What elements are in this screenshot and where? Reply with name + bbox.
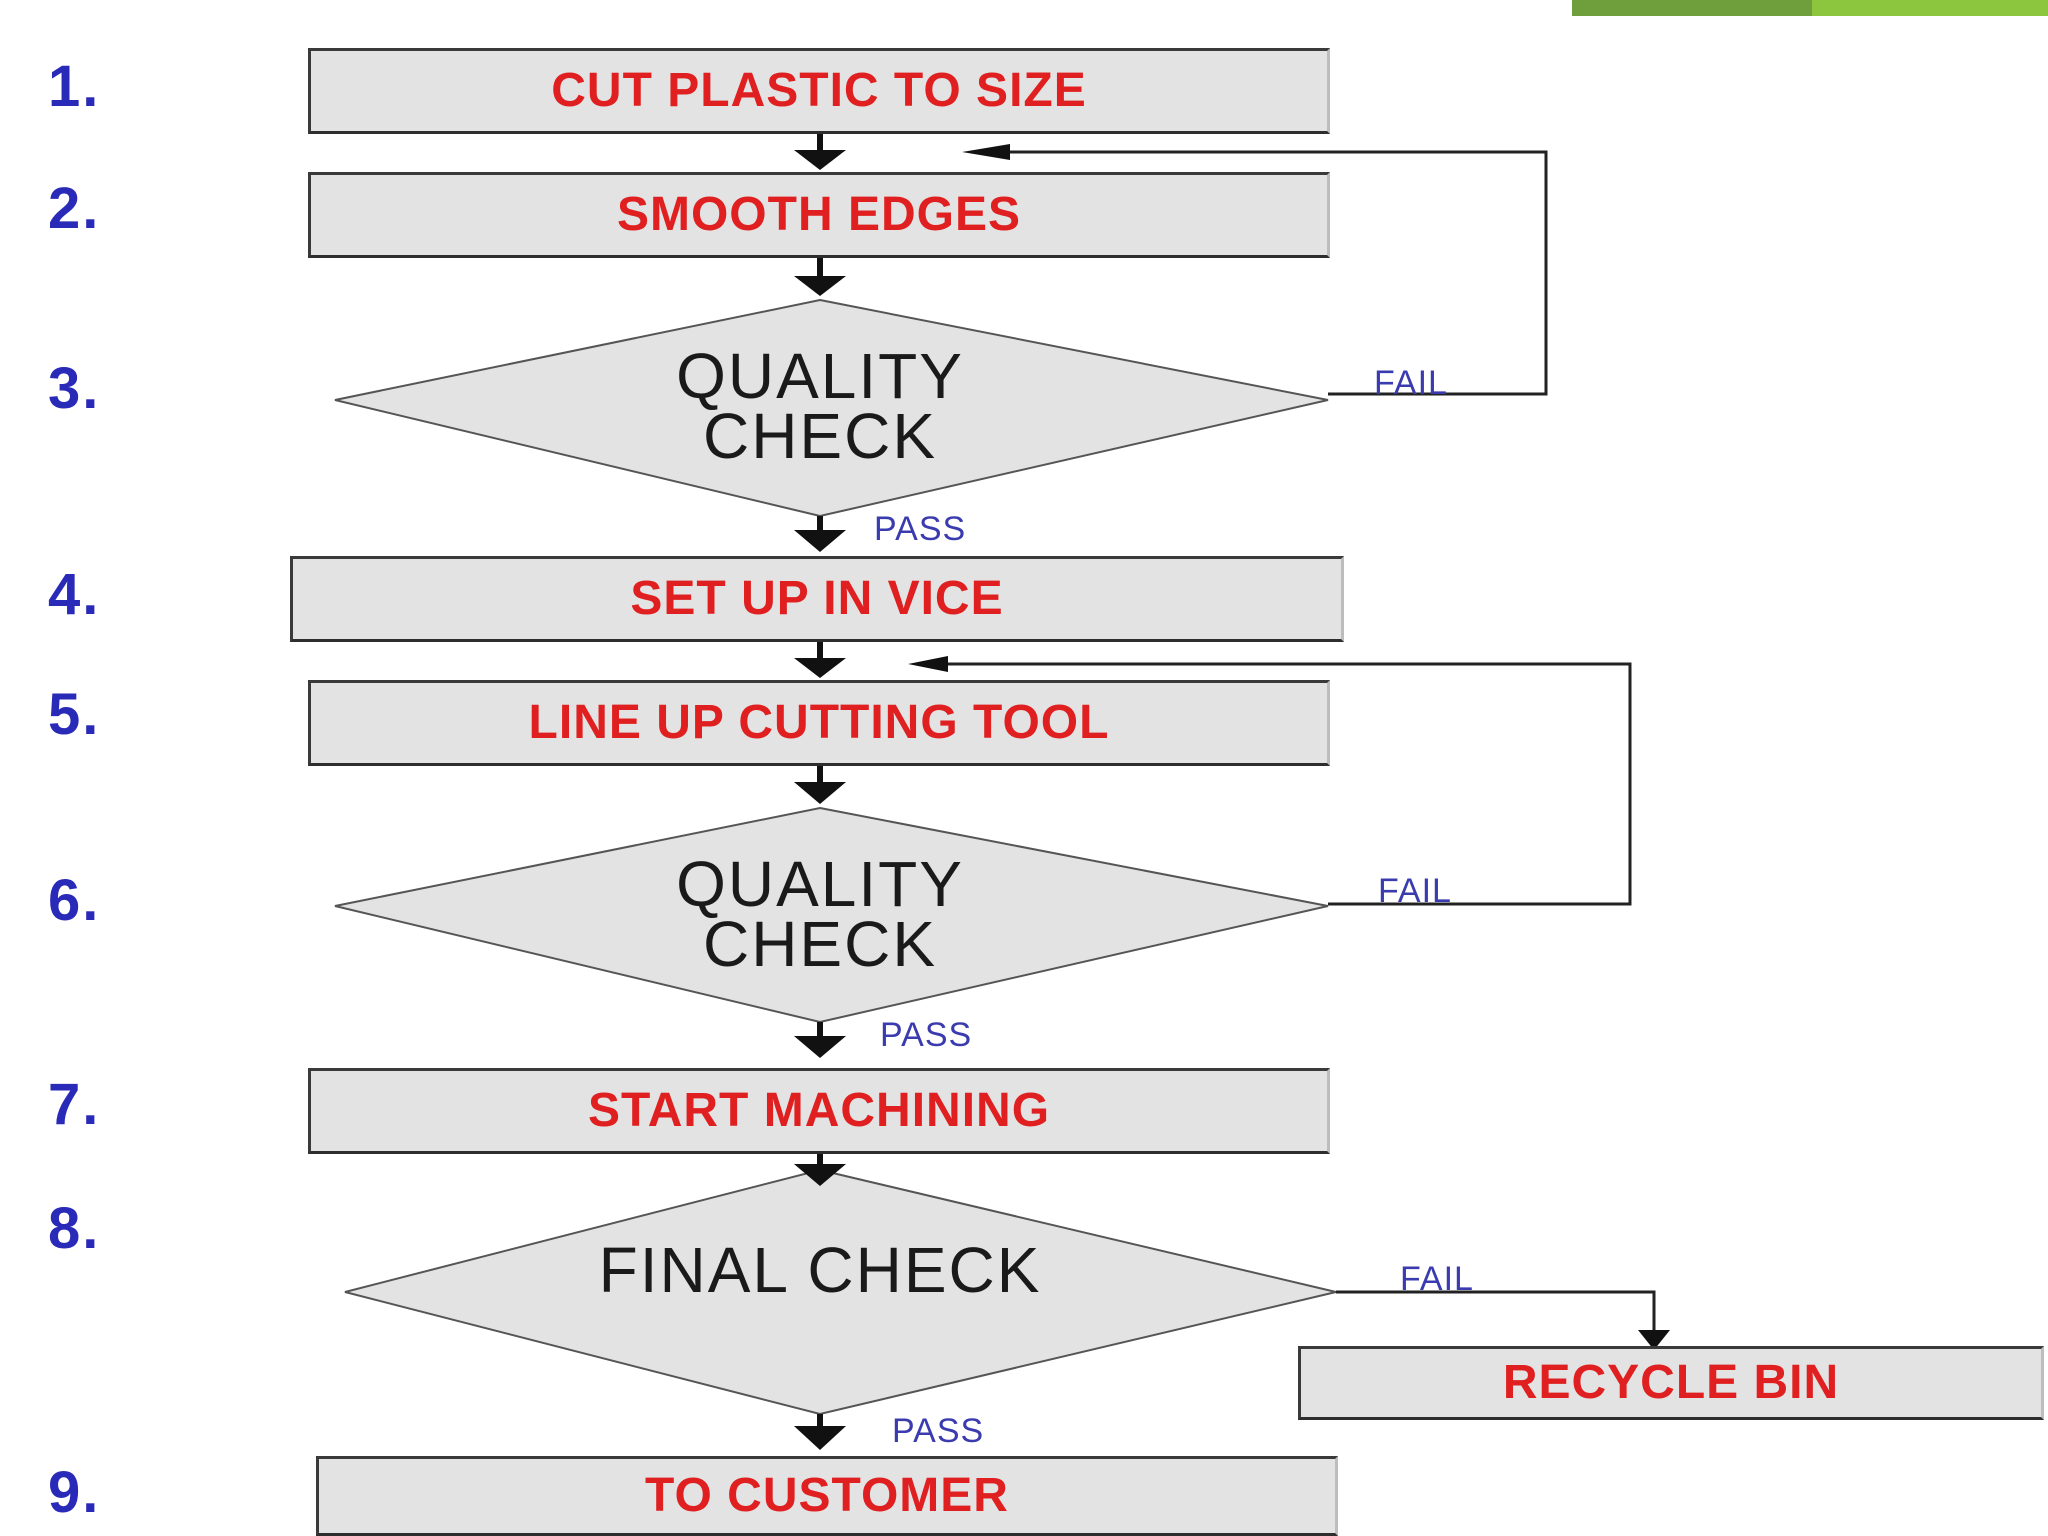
- step-number-3: 3.: [48, 356, 101, 421]
- down-arrow: [794, 642, 846, 678]
- branch-label-fail: FAIL: [1378, 872, 1452, 910]
- step-number-6: 6.: [48, 868, 101, 933]
- fail-loop-connector: [962, 144, 1548, 396]
- branch-label-pass: PASS: [880, 1016, 973, 1054]
- step-number-5: 5.: [48, 682, 101, 747]
- step-number-8: 8.: [48, 1196, 101, 1261]
- process-label: SET UP IN VICE: [630, 572, 1004, 625]
- step-number-4: 4.: [48, 562, 101, 627]
- process-box-set-up-in-vice: SET UP IN VICE: [290, 556, 1344, 642]
- down-arrow: [794, 134, 846, 170]
- down-arrow: [794, 766, 846, 804]
- decision-label-final-check: FINAL CHECK: [598, 1234, 1042, 1306]
- step-number-9: 9.: [48, 1460, 101, 1525]
- process-box-to-customer: TO CUSTOMER: [316, 1456, 1338, 1536]
- branch-label-fail: FAIL: [1374, 364, 1448, 402]
- process-box-line-up-cutting-tool: LINE UP CUTTING TOOL: [308, 680, 1330, 766]
- process-label: SMOOTH EDGES: [616, 188, 1022, 241]
- process-label: RECYCLE BIN: [1502, 1356, 1840, 1409]
- process-box-recycle-bin: RECYCLE BIN: [1298, 1346, 2044, 1420]
- process-label: CUT PLASTIC TO SIZE: [551, 64, 1087, 117]
- down-arrow: [794, 1022, 846, 1058]
- step-number-2: 2.: [48, 176, 101, 241]
- accent-bar-dark: [1572, 0, 1812, 16]
- branch-label-pass: PASS: [874, 510, 967, 548]
- down-arrow: [794, 258, 846, 296]
- fail-loop-connector: [908, 656, 1632, 906]
- process-label: LINE UP CUTTING TOOL: [528, 696, 1110, 749]
- down-arrow: [794, 516, 846, 552]
- step-number-1: 1.: [48, 54, 101, 119]
- branch-label-pass: PASS: [892, 1412, 985, 1450]
- process-box-cut-plastic: CUT PLASTIC TO SIZE: [308, 48, 1330, 134]
- process-box-start-machining: START MACHINING: [308, 1068, 1330, 1154]
- decision-label-quality-check-6: QUALITY CHECK: [676, 848, 964, 980]
- fail-to-recycle-connector: [1336, 1290, 1670, 1350]
- down-arrow: [794, 1154, 846, 1186]
- accent-bar-light: [1812, 0, 2048, 16]
- step-number-7: 7.: [48, 1072, 101, 1137]
- down-arrow: [794, 1414, 846, 1450]
- process-label: START MACHINING: [587, 1084, 1051, 1137]
- process-box-smooth-edges: SMOOTH EDGES: [308, 172, 1330, 258]
- branch-label-fail: FAIL: [1400, 1260, 1474, 1298]
- process-label: TO CUSTOMER: [645, 1469, 1009, 1522]
- decision-label-quality-check-3: QUALITY CHECK: [676, 340, 964, 472]
